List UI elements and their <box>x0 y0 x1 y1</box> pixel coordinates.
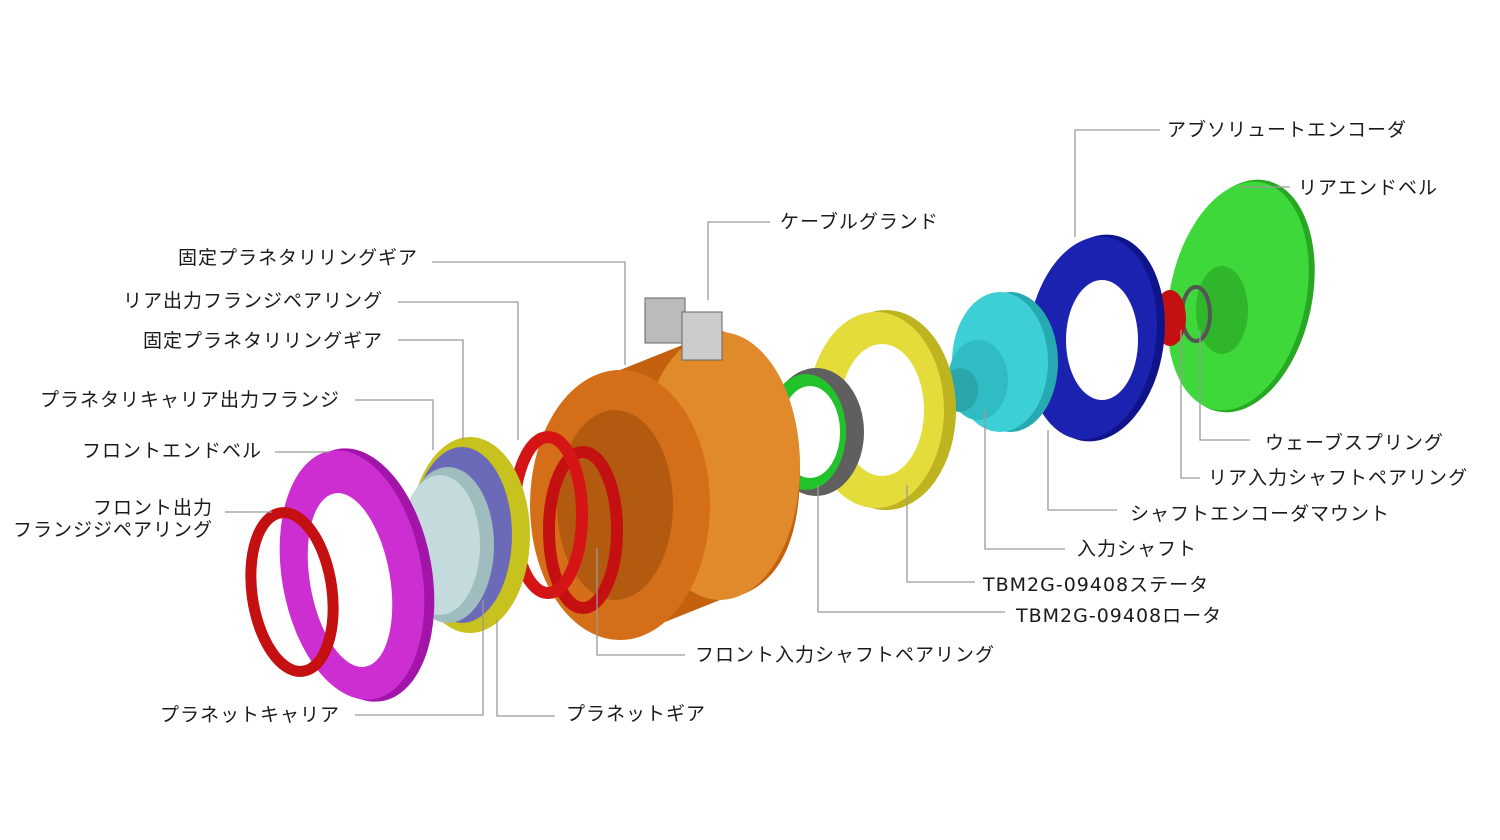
label-fixed-ring-gear-2: 固定プラネタリリングギア <box>142 330 383 352</box>
label-front-output-flange-bearing-line2: フランジジペアリング <box>12 519 213 541</box>
label-shaft-encoder-mount: シャフトエンコーダマウント <box>1130 503 1391 525</box>
label-planet-gear: プラネットギア <box>566 703 707 725</box>
label-rear-end-bell: リアエンドベル <box>1298 177 1439 199</box>
label-front-input-shaft-bearing: フロント入力シャフトペアリング <box>695 644 996 666</box>
label-planet-carrier: プラネットキャリア <box>159 704 340 726</box>
housing <box>530 330 800 640</box>
leader-lines <box>225 129 1290 717</box>
label-rear-output-flange-bearing: リア出力フランジペアリング <box>122 290 383 312</box>
absolute-encoder <box>1027 234 1165 442</box>
shaft-encoder-mount <box>942 292 1058 432</box>
rear-end-bell <box>1167 179 1315 413</box>
label-front-end-bell: フロントエンドベル <box>81 440 262 462</box>
label-rear-input-shaft-bearing: リア入力シャフトペアリング <box>1208 467 1469 489</box>
cable-gland <box>644 297 723 361</box>
label-rotor: TBM2G-09408ロータ <box>1016 605 1223 627</box>
label-carrier-output-flange: プラネタリキャリア出力フランジ <box>39 389 340 411</box>
label-fixed-ring-gear-1: 固定プラネタリリングギア <box>177 247 418 269</box>
front-end-bell <box>279 448 435 702</box>
label-input-shaft: 入力シャフト <box>1077 538 1198 560</box>
label-front-output-flange-bearing-line1: フロント出力 <box>92 497 213 519</box>
label-absolute-encoder: アブソリュートエンコーダ <box>1167 119 1408 141</box>
front-output-flange-bearing <box>245 507 339 677</box>
label-cable-gland: ケーブルグランド <box>780 211 939 233</box>
label-stator: TBM2G-09408ステータ <box>983 574 1210 596</box>
label-wave-spring: ウェーブスプリング <box>1265 432 1444 454</box>
